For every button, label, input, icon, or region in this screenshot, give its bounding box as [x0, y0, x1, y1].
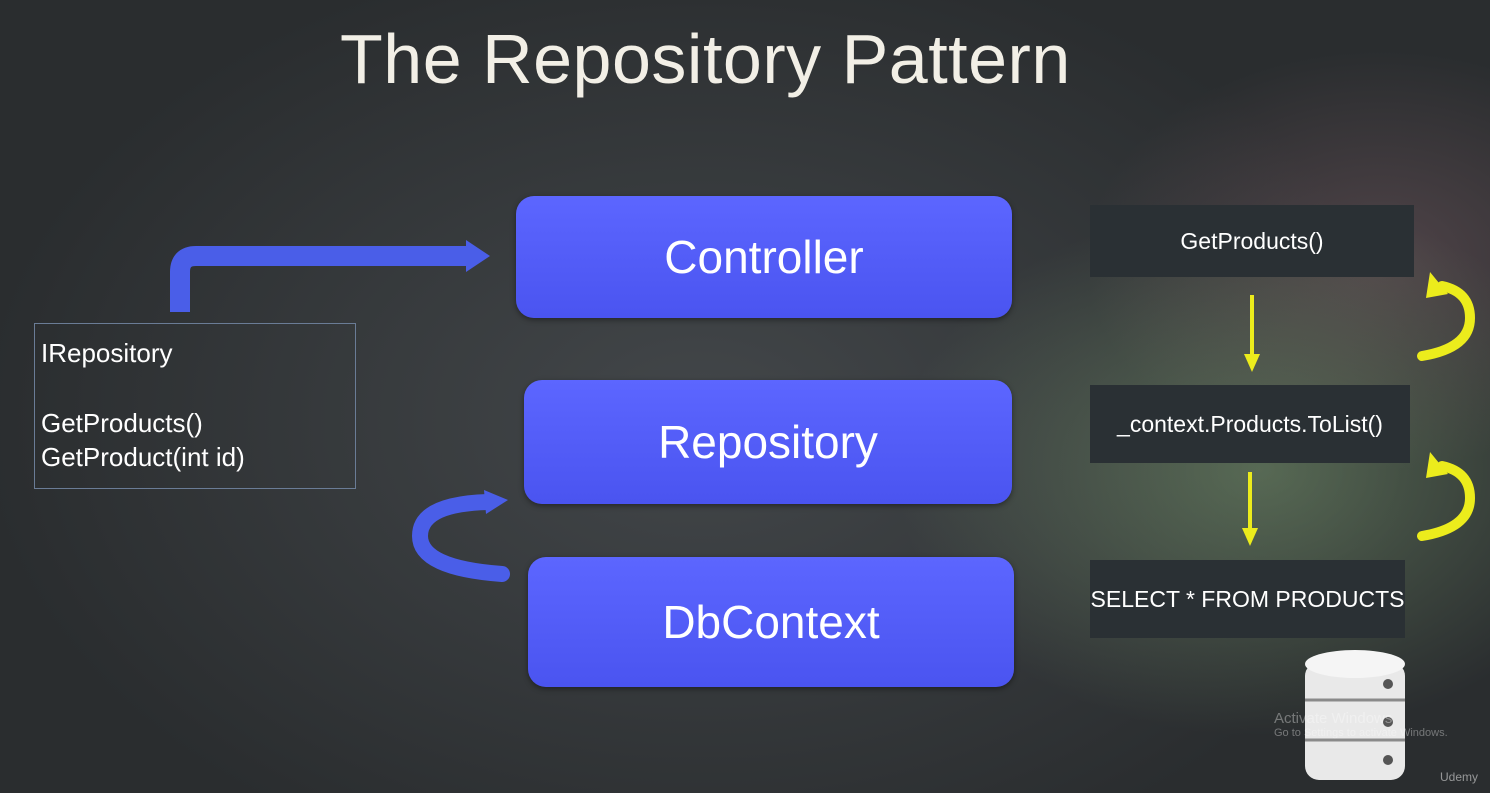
return-arrow-upper-head [1426, 272, 1448, 298]
dbcontext-to-repository-arrow [411, 494, 510, 582]
return-arrow-upper [1417, 281, 1476, 361]
flow-step-context-tolist: _context.Products.ToList() [1090, 385, 1410, 463]
dbcontext-box: DbContext [528, 557, 1014, 687]
return-arrow-lower-head [1426, 452, 1448, 478]
repository-label: Repository [658, 416, 878, 468]
step2-to-step3-arrowhead [1242, 528, 1258, 546]
flow-step-sql-select: SELECT * FROM PRODUCTS [1090, 560, 1405, 638]
interface-to-controller-arrow [170, 246, 470, 312]
repository-box: Repository [524, 380, 1012, 504]
dbcontext-to-repository-arrowhead [484, 490, 508, 514]
flow-step-get-products: GetProducts() [1090, 205, 1414, 277]
activate-windows-hint: Go to Settings to activate Windows. [1274, 727, 1448, 739]
slide-title: The Repository Pattern [340, 20, 1071, 98]
activate-windows-watermark: Activate Windows [1274, 710, 1393, 727]
flow-step-label: GetProducts() [1180, 227, 1324, 254]
interface-box: IRepository GetProducts() GetProduct(int… [34, 323, 356, 489]
controller-label: Controller [664, 231, 864, 283]
controller-box: Controller [516, 196, 1012, 318]
dbcontext-label: DbContext [662, 596, 880, 648]
step1-to-step2-arrowhead [1244, 354, 1260, 372]
flow-step-label: SELECT * FROM PRODUCTS [1090, 585, 1405, 612]
flow-step-label: _context.Products.ToList() [1117, 410, 1383, 437]
interface-method: GetProducts() [41, 408, 203, 438]
interface-name: IRepository [41, 338, 173, 368]
return-arrow-lower [1417, 461, 1476, 541]
brand-watermark: Udemy [1440, 770, 1479, 784]
interface-method: GetProduct(int id) [41, 442, 245, 472]
database-icon [1305, 650, 1405, 780]
interface-to-controller-arrowhead [466, 240, 490, 272]
